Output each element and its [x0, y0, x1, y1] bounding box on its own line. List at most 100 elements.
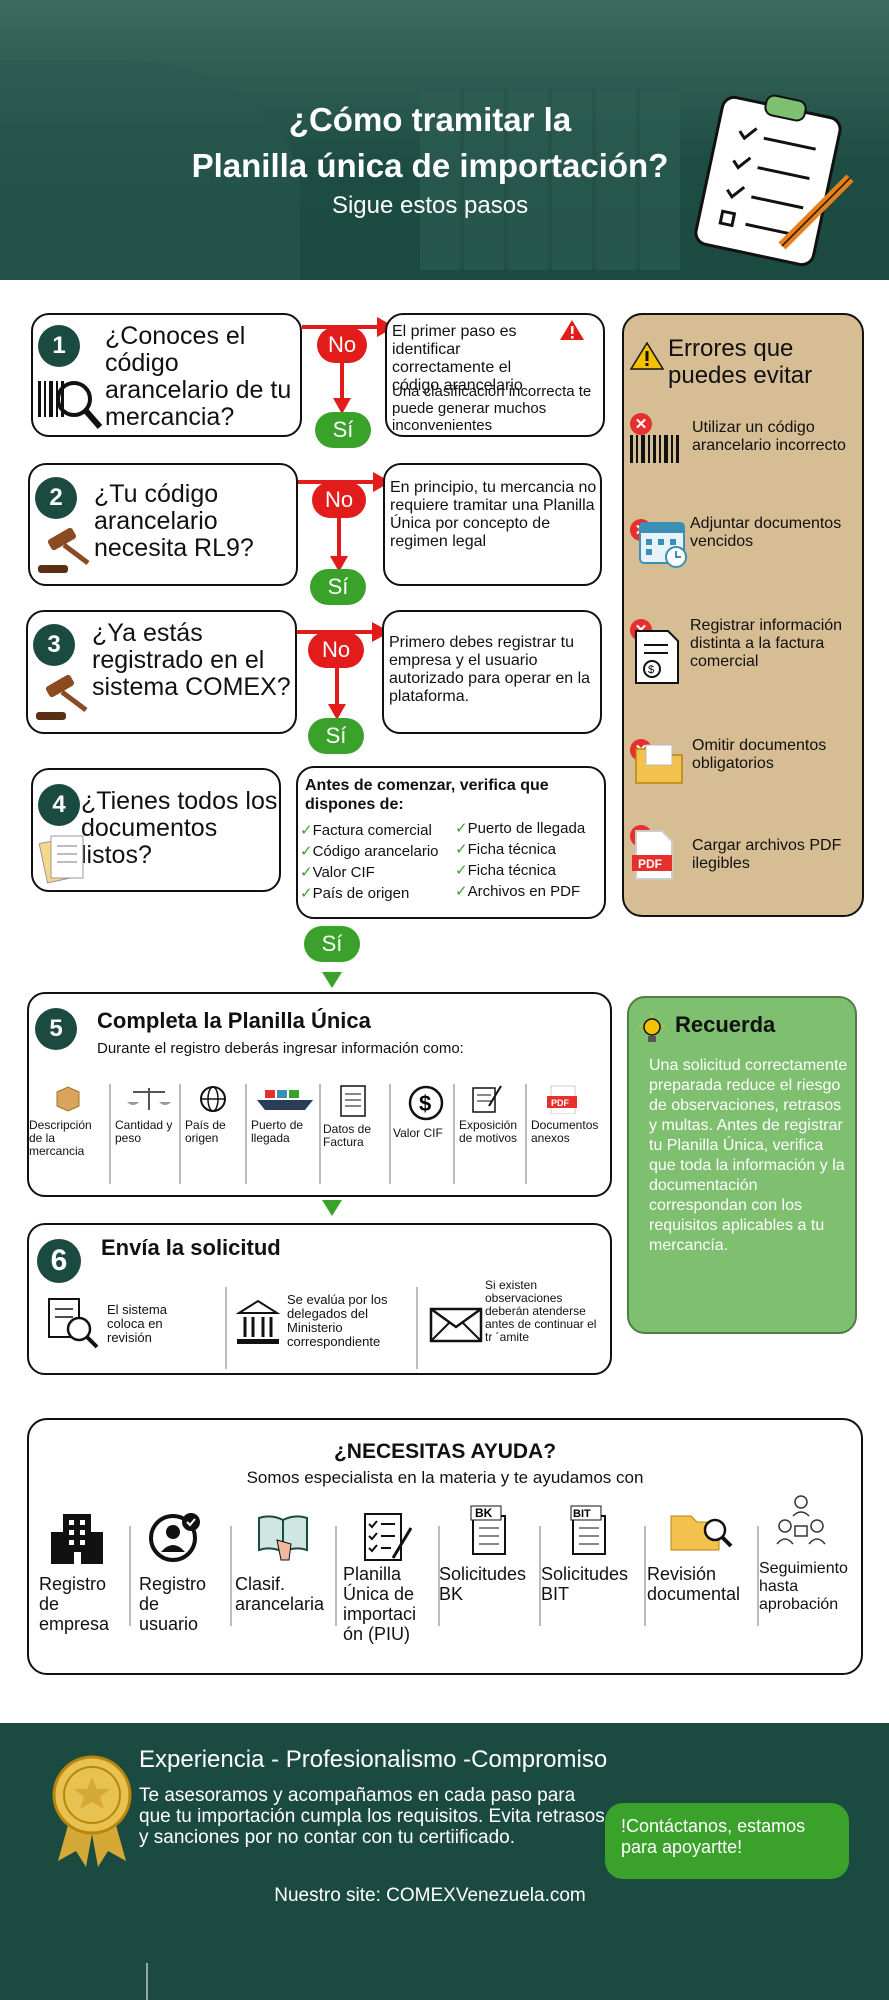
checklist-pen-icon — [364, 1513, 413, 1561]
step4-question: ¿Tienes todos los documentos listos? — [81, 787, 278, 869]
step1-number: 1 — [38, 325, 80, 367]
search-document-icon — [48, 1298, 99, 1349]
lightbulb-icon — [639, 1014, 665, 1042]
field-item: Puerto de llegada — [251, 1084, 321, 1145]
step6-item-2: Se evalúa por los delegados del Minister… — [287, 1292, 388, 1349]
gavel-icon — [38, 527, 90, 573]
checklist-left: ✓Factura comercial ✓Código arancelario ✓… — [300, 820, 455, 904]
dollar-icon: $ — [408, 1085, 444, 1121]
step2-box: 2 ¿Tu código arancelario necesita RL9? — [28, 463, 298, 586]
divider — [438, 1526, 440, 1626]
help-service-4: Planilla Única de importaci ón (PIU) — [343, 1564, 417, 1644]
step3-si-badge: Sí — [308, 718, 364, 754]
step1-question: ¿Conoces el código arancelario de tu mer… — [105, 322, 292, 431]
barcode-magnifier-icon — [38, 381, 103, 429]
page-title-line1: ¿Cómo tramitar la — [288, 101, 572, 138]
document-pen-icon — [472, 1085, 502, 1113]
errors-panel: Errores que puedes evitar ✕ Utilizar un … — [622, 313, 864, 917]
error-item-3: Registrar información distinta a la fact… — [690, 617, 843, 670]
step5-intro: Durante el registro deberás ingresar inf… — [97, 1040, 464, 1057]
divider — [644, 1526, 646, 1626]
help-service-2: Registro de usuario — [139, 1574, 207, 1634]
step5-title: Completa la Planilla Única — [97, 1008, 371, 1033]
step2-no-badge: No — [312, 482, 366, 518]
envelope-icon — [429, 1307, 483, 1343]
step5-arrowhead — [322, 1200, 342, 1216]
checklist-title: Antes de comenzar, verifica que dispones… — [305, 777, 549, 813]
field-item: Cantidad y peso — [115, 1084, 183, 1145]
step2-si-arrowhead — [330, 556, 348, 572]
step2-answer: En principio, tu mercancia no requiere t… — [390, 479, 597, 550]
remember-title: Recuerda — [675, 1012, 776, 1037]
footer-text: Te asesoramos y acompañamos en cada paso… — [139, 1785, 605, 1848]
barcode-icon — [630, 435, 679, 463]
cargo-ship-icon — [257, 1090, 313, 1110]
divider — [389, 1084, 391, 1184]
help-service-6: Solicitudes BIT — [541, 1564, 629, 1604]
page-title-line2: Planilla única de importación? — [191, 147, 669, 184]
help-service-7: Revisión documental — [647, 1564, 741, 1604]
field-item: Exposición de motivos — [459, 1084, 523, 1145]
error-item-5: Cargar archivos PDF ilegibles — [692, 837, 842, 872]
step6-title: Envía la solicitud — [101, 1235, 281, 1260]
help-section: ¿NECESITAS AYUDA? Somos especialista en … — [27, 1418, 863, 1675]
divider — [525, 1084, 527, 1184]
step1-si-arrow — [340, 363, 344, 403]
step1-si-arrowhead — [333, 398, 351, 414]
step5-number: 5 — [35, 1008, 77, 1050]
step3-si-arrowhead — [328, 704, 346, 720]
step4-number: 4 — [38, 784, 80, 826]
pdf-icon: PDF — [632, 830, 673, 880]
step6-number: 6 — [37, 1239, 81, 1283]
step2-si-badge: Sí — [310, 569, 366, 605]
warning-icon — [630, 341, 664, 370]
building-icon — [51, 1514, 103, 1564]
footer-site[interactable]: Nuestro site: COMEXVenezuela.com — [274, 1885, 586, 1906]
contact-button[interactable]: !Contáctanos, estamos para apoyartte! — [605, 1803, 849, 1879]
folder-icon — [635, 744, 683, 784]
step1-answer-title: El primer paso es identificar correctame… — [392, 323, 523, 394]
errors-title: Errores que puedes evitar — [668, 335, 813, 389]
help-service-5: Solicitudes BK — [439, 1564, 527, 1604]
step3-question: ¿Ya estás registrado en el sistema COMEX… — [92, 619, 291, 701]
bit-document-icon: BIT — [570, 1505, 606, 1555]
checklist-item: ✓Archivos en PDF — [455, 883, 581, 900]
folder-search-icon — [670, 1515, 733, 1551]
step4-box: 4 ¿Tienes todos los documentos listos? — [31, 768, 281, 892]
scale-icon — [127, 1088, 171, 1110]
pdf-icon: PDF — [547, 1085, 577, 1115]
step3-number: 3 — [33, 624, 75, 666]
documents-icon — [39, 835, 84, 884]
help-service-3: Clasif. arancelaria — [235, 1574, 325, 1614]
step3-answer: Primero debes registrar tu empresa y el … — [389, 634, 591, 705]
divider — [757, 1526, 759, 1626]
step3-box: 3 ¿Ya estás registrado en el sistema COM… — [26, 610, 297, 734]
svg-text:PDF: PDF — [638, 857, 662, 871]
gavel-icon — [36, 674, 88, 720]
book-hand-icon — [258, 1515, 308, 1561]
step2-number: 2 — [35, 477, 77, 519]
divider — [129, 1526, 131, 1626]
checklist-item: ✓País de origen — [300, 885, 410, 902]
step5-box: 5 Completa la Planilla Única Durante el … — [27, 992, 612, 1197]
globe-icon — [200, 1086, 226, 1112]
field-item: $ Valor CIF — [393, 1084, 455, 1140]
step1-box: 1 ¿Conoces el código arancelario de tu m… — [31, 313, 302, 437]
step3-answer-box: Primero debes registrar tu empresa y el … — [382, 610, 602, 734]
warning-icon — [560, 320, 584, 340]
divider — [179, 1084, 181, 1184]
bk-document-icon: BK — [470, 1505, 506, 1555]
clipboard-icon — [694, 94, 854, 267]
svg-text:BK: BK — [475, 1506, 493, 1520]
step1-answer-body: Una clasificación incorrecta te puede ge… — [392, 383, 592, 434]
team-icon — [776, 1495, 826, 1545]
divider — [539, 1526, 541, 1626]
step3-no-badge: No — [308, 632, 364, 668]
field-item: País de origen — [185, 1084, 247, 1145]
step1-answer-box: El primer paso es identificar correctame… — [385, 313, 605, 437]
step4-si-badge: Sí — [304, 926, 360, 962]
divider — [230, 1526, 232, 1626]
step2-answer-box: En principio, tu mercancia no requiere t… — [383, 463, 602, 586]
svg-text:$: $ — [648, 664, 654, 676]
step6-box: 6 Envía la solicitud El sistema coloca e… — [27, 1223, 612, 1375]
